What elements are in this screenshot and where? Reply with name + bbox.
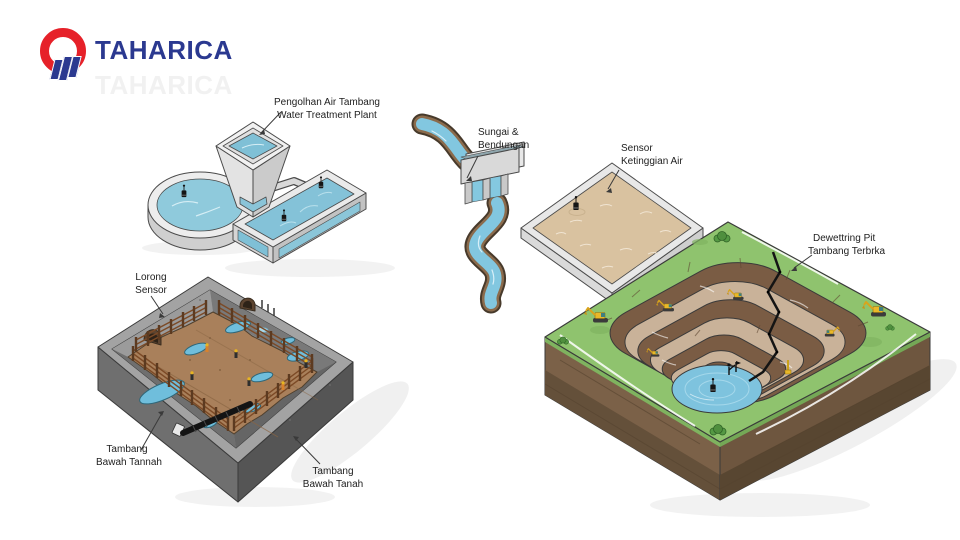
label-leader-line (791, 254, 813, 271)
label-line: Water Treatment Plant (277, 109, 377, 121)
water-treatment-plant-illustration (142, 111, 395, 277)
open-pit-mine-illustration (544, 221, 957, 517)
label-water-level-sensor: Sensor Ketinggian Air (621, 143, 683, 168)
brand-title: TAHARICA (95, 35, 233, 65)
label-underground-mine-right: Tambang Bawah Tanah (298, 466, 368, 491)
label-leader-line (140, 295, 321, 465)
label-water-treatment: Pengolhan Air Tambang Water Treatment Pl… (270, 97, 384, 122)
brand-watermark: TAHARICA (95, 70, 233, 100)
label-line: Sensor (135, 284, 167, 296)
label-leader-line (259, 111, 282, 135)
label-line: Sensor (621, 143, 653, 154)
label-line: Dewettring Pit (813, 233, 876, 244)
label-line: Bawah Tanah (302, 478, 364, 490)
label-river-dam: Sungai & Bendungan (478, 127, 529, 152)
label-line: Tambang Terbrka (808, 245, 886, 257)
label-line: Sungai & (478, 127, 519, 138)
label-underground-mine-left: Tambang Bawah Tannah (96, 444, 162, 469)
label-line: Tambang (312, 466, 354, 477)
label-line: Lorong (135, 272, 167, 283)
label-leader-line (466, 155, 620, 193)
brand-header: TAHARICA TAHARICA (38, 26, 298, 106)
label-open-pit: Dewettring Pit Tambang Terbrka (808, 233, 885, 258)
label-sensor-corridor: Lorong Sensor (127, 272, 175, 297)
label-line: Bawah Tannah (96, 456, 162, 468)
dam-structure (460, 141, 525, 205)
label-line: Ketinggian Air (621, 155, 683, 167)
label-line: Pengolhan Air Tambang (273, 97, 380, 108)
underground-mine-illustration (97, 276, 409, 507)
label-line: Bendungan (478, 139, 530, 151)
label-line: Tambang (106, 444, 148, 455)
